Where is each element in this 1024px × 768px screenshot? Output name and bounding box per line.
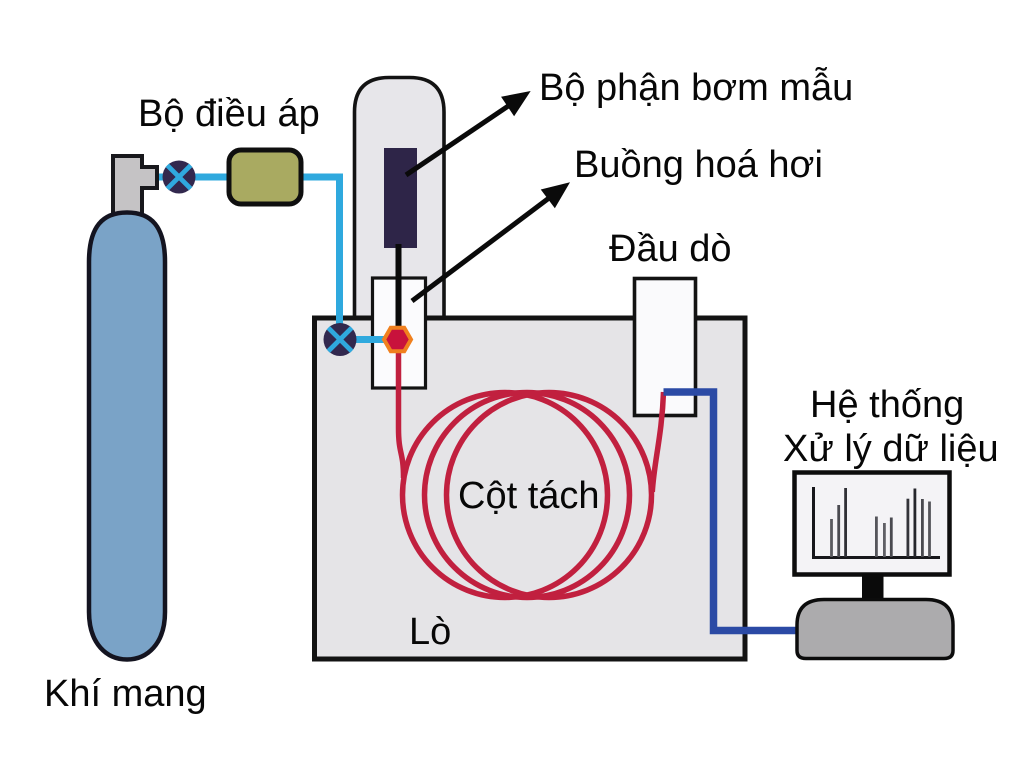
- svg-text:Lò: Lò: [409, 611, 451, 653]
- svg-text:Bộ phận bơm mẫu: Bộ phận bơm mẫu: [539, 66, 853, 109]
- svg-text:Đầu dò: Đầu dò: [609, 228, 732, 270]
- svg-text:Khí mang: Khí mang: [44, 673, 207, 715]
- svg-text:Xử lý dữ liệu: Xử lý dữ liệu: [783, 428, 999, 470]
- svg-text:Bộ điều áp: Bộ điều áp: [138, 93, 320, 135]
- svg-text:Hệ thống: Hệ thống: [810, 384, 964, 426]
- svg-text:Cột tách: Cột tách: [458, 475, 600, 517]
- svg-text:Buồng hoá hơi: Buồng hoá hơi: [574, 144, 823, 186]
